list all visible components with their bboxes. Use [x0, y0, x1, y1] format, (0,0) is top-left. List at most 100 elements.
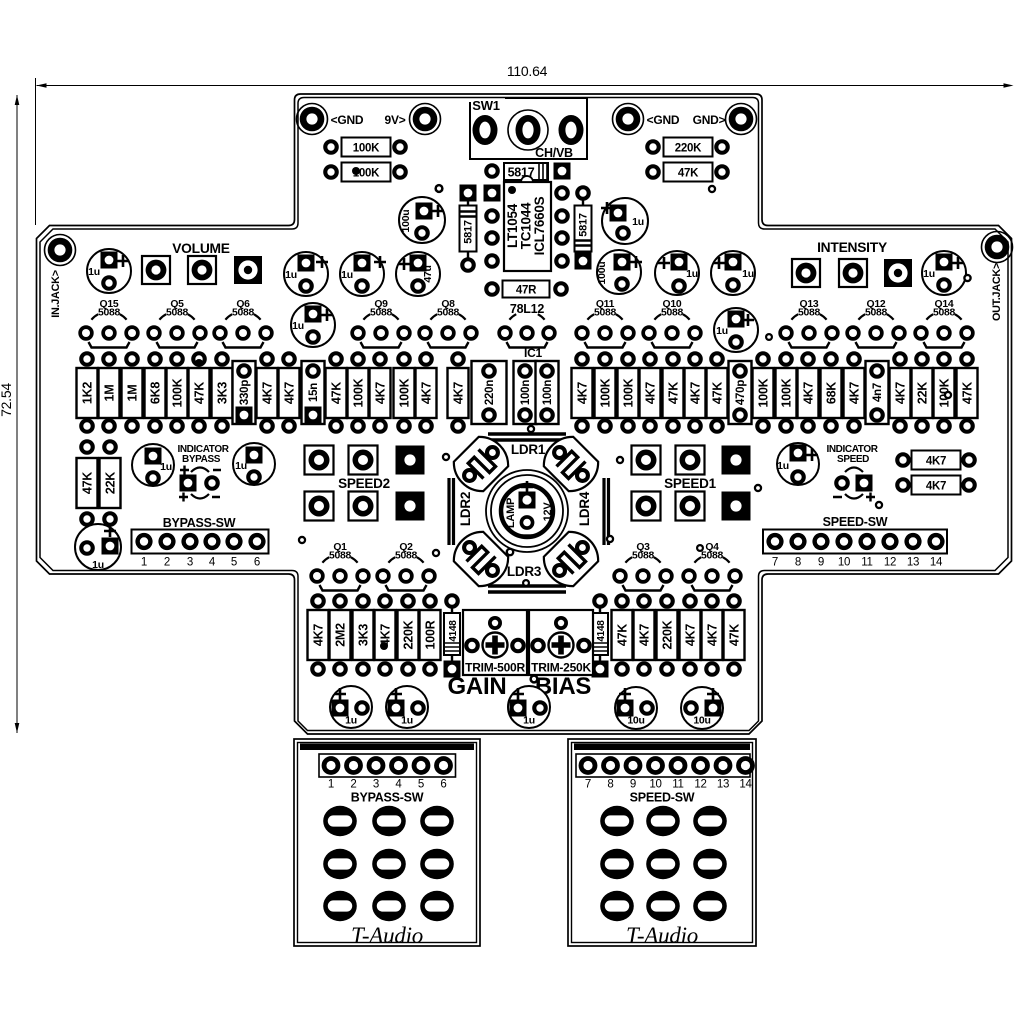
- svg-text:3K3: 3K3: [357, 624, 371, 646]
- svg-text:1u: 1u: [345, 715, 357, 727]
- svg-text:15n: 15n: [308, 383, 320, 402]
- svg-text:LDR3: LDR3: [507, 564, 542, 579]
- svg-text:5088: 5088: [701, 551, 724, 562]
- svg-text:47K: 47K: [961, 382, 975, 404]
- svg-text:4148: 4148: [596, 620, 607, 642]
- svg-text:5088: 5088: [933, 308, 956, 319]
- svg-text:100K: 100K: [398, 378, 412, 407]
- svg-text:4K7: 4K7: [684, 624, 698, 646]
- svg-text:1u: 1u: [777, 460, 789, 472]
- svg-text:8: 8: [607, 779, 613, 791]
- svg-text:4K7: 4K7: [420, 382, 434, 404]
- svg-text:68K: 68K: [825, 382, 839, 404]
- svg-text:10u: 10u: [693, 715, 710, 727]
- svg-text:GND>: GND>: [693, 113, 726, 127]
- svg-text:14: 14: [739, 779, 752, 791]
- svg-text:5088: 5088: [329, 551, 352, 562]
- svg-text:LDR1: LDR1: [511, 442, 546, 457]
- svg-text:3: 3: [187, 557, 193, 569]
- svg-text:47K: 47K: [678, 168, 699, 180]
- svg-text:GAIN: GAIN: [448, 673, 507, 700]
- svg-text:Q15: Q15: [100, 299, 119, 310]
- svg-text:47K: 47K: [81, 472, 95, 494]
- svg-text:47K: 47K: [193, 382, 207, 404]
- svg-text:Q8: Q8: [441, 299, 455, 310]
- svg-text:1K2: 1K2: [81, 382, 95, 404]
- svg-text:1u: 1u: [742, 268, 754, 280]
- svg-text:100n: 100n: [542, 380, 554, 405]
- svg-text:5088: 5088: [661, 308, 684, 319]
- svg-text:SPEED: SPEED: [837, 454, 869, 465]
- svg-text:1u: 1u: [341, 269, 353, 281]
- svg-text:4K7: 4K7: [638, 624, 652, 646]
- svg-text:1u: 1u: [401, 715, 413, 727]
- svg-text:47u: 47u: [422, 265, 434, 282]
- svg-text:INTENSITY: INTENSITY: [817, 240, 887, 255]
- svg-text:220K: 220K: [402, 620, 416, 649]
- svg-text:2M2: 2M2: [334, 623, 348, 647]
- svg-text:4K7: 4K7: [644, 382, 658, 404]
- svg-text:100u: 100u: [400, 210, 412, 233]
- svg-text:4K7: 4K7: [576, 382, 590, 404]
- svg-text:4K7: 4K7: [706, 624, 720, 646]
- svg-text:4148: 4148: [448, 620, 459, 642]
- svg-text:1u: 1u: [235, 460, 247, 472]
- svg-text:9V>: 9V>: [385, 113, 406, 127]
- svg-text:LT1054: LT1054: [505, 203, 520, 248]
- svg-text:SPEED2: SPEED2: [338, 476, 390, 491]
- svg-text:4K7: 4K7: [379, 624, 393, 646]
- svg-text:1u: 1u: [923, 268, 935, 280]
- svg-text:1M: 1M: [126, 385, 140, 402]
- svg-text:9: 9: [630, 779, 636, 791]
- svg-text:<GND: <GND: [647, 113, 680, 127]
- svg-text:3: 3: [373, 779, 379, 791]
- svg-text:Q11: Q11: [596, 299, 615, 310]
- svg-text:1u: 1u: [88, 266, 100, 278]
- svg-text:TRIM-250K: TRIM-250K: [531, 661, 591, 675]
- svg-text:Q12: Q12: [867, 299, 886, 310]
- svg-text:6K8: 6K8: [149, 382, 163, 404]
- svg-text:4K7: 4K7: [261, 382, 275, 404]
- svg-text:TRIM-500R: TRIM-500R: [465, 661, 525, 675]
- svg-text:INDICATOR: INDICATOR: [826, 444, 878, 455]
- svg-text:110.64: 110.64: [507, 63, 548, 79]
- svg-text:11: 11: [861, 557, 872, 569]
- svg-text:SPEED1: SPEED1: [664, 476, 717, 491]
- svg-text:5817: 5817: [578, 213, 590, 237]
- svg-text:4K7: 4K7: [374, 382, 388, 404]
- svg-text:1u: 1u: [686, 268, 698, 280]
- svg-text:22K: 22K: [104, 472, 118, 494]
- svg-text:INDICATOR: INDICATOR: [177, 444, 229, 455]
- svg-text:5088: 5088: [98, 308, 121, 319]
- svg-text:10u: 10u: [627, 715, 644, 727]
- svg-text:220K: 220K: [661, 620, 675, 649]
- svg-text:100K: 100K: [780, 378, 794, 407]
- svg-text:4K7: 4K7: [848, 382, 862, 404]
- svg-text:10: 10: [649, 779, 661, 791]
- svg-text:LDR2: LDR2: [458, 492, 473, 526]
- svg-text:5088: 5088: [166, 308, 189, 319]
- svg-text:100K: 100K: [622, 378, 636, 407]
- svg-text:47R: 47R: [516, 285, 537, 297]
- svg-text:1: 1: [141, 557, 147, 569]
- svg-text:47K: 47K: [728, 624, 742, 646]
- svg-text:Q10: Q10: [663, 299, 682, 310]
- svg-text:4: 4: [209, 557, 216, 569]
- svg-text:Q13: Q13: [800, 299, 819, 310]
- svg-text:5: 5: [418, 779, 424, 791]
- svg-text:1u: 1u: [160, 461, 172, 473]
- svg-text:VOLUME: VOLUME: [172, 241, 230, 256]
- svg-text:5088: 5088: [437, 308, 460, 319]
- svg-text:1u: 1u: [523, 715, 535, 727]
- svg-text:Q5: Q5: [170, 299, 184, 310]
- svg-text:<GND: <GND: [331, 113, 364, 127]
- svg-text:5817: 5817: [463, 220, 475, 244]
- svg-text:9: 9: [818, 557, 824, 569]
- svg-text:1M: 1M: [103, 385, 117, 402]
- svg-text:100K: 100K: [353, 143, 380, 155]
- svg-text:4: 4: [395, 779, 402, 791]
- svg-text:8: 8: [795, 557, 801, 569]
- svg-text:330p: 330p: [239, 380, 251, 405]
- svg-text:12V: 12V: [542, 502, 554, 522]
- svg-text:10: 10: [838, 557, 850, 569]
